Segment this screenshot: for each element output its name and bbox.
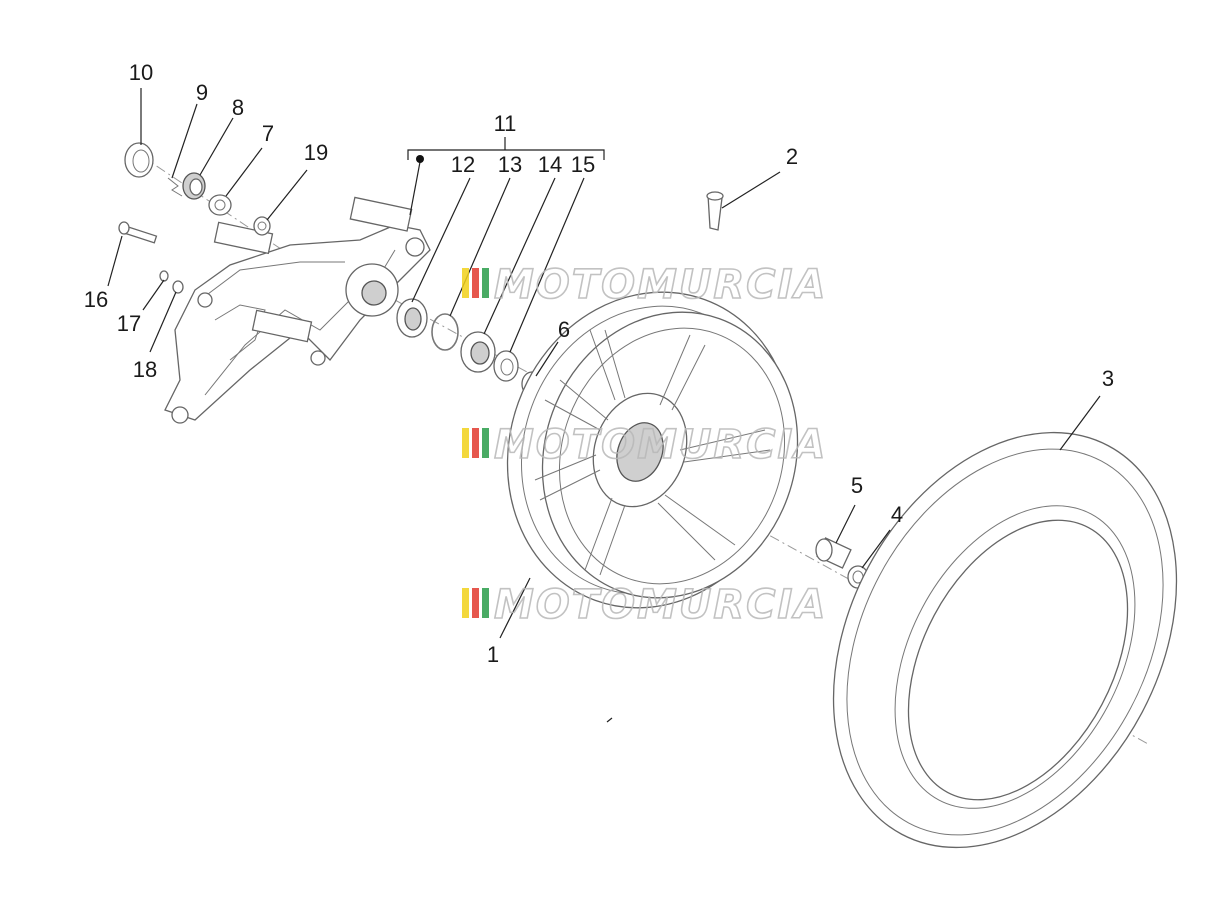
- callout-10: 10: [129, 60, 153, 85]
- bearing-14-part: [460, 331, 496, 373]
- pin-9-part: [167, 177, 183, 197]
- spacer-7-part: [208, 194, 232, 216]
- swingarm-part: [164, 196, 431, 424]
- callout-13: 13: [498, 152, 522, 177]
- callout-2: 2: [786, 144, 798, 169]
- callout-1: 1: [487, 642, 499, 667]
- valve-2-part: [706, 191, 724, 231]
- callout-17: 17: [117, 311, 141, 336]
- watermark-3: MOTOMURCIA: [462, 581, 827, 629]
- tyre-3-part: [832, 431, 1178, 849]
- ring-nut-10-part: [124, 142, 154, 178]
- watermark-text-3: MOTOMURCIA: [494, 582, 827, 628]
- watermark-1: MOTOMURCIA: [462, 261, 827, 309]
- watermark-text-2: MOTOMURCIA: [494, 422, 827, 468]
- bolt-16-part: [118, 221, 158, 244]
- callout-18: 18: [133, 357, 157, 382]
- washer-17-part: [159, 270, 169, 282]
- callout-5: 5: [851, 473, 863, 498]
- callout-4: 4: [891, 502, 903, 527]
- group-11-marker: [416, 155, 424, 163]
- callout-8: 8: [232, 95, 244, 120]
- callout-11: 11: [494, 111, 517, 136]
- circlip-13-part: [431, 313, 459, 351]
- watermark-2: MOTOMURCIA: [462, 421, 827, 469]
- callout-labels: 10 9 8 7 19 11 12 13 14 15 6 2 16 17 18 …: [84, 60, 1114, 667]
- washer-18-part: [172, 280, 184, 294]
- callout-3: 3: [1102, 366, 1114, 391]
- callout-15: 15: [571, 152, 595, 177]
- callout-16: 16: [84, 287, 108, 312]
- watermark-text-1: MOTOMURCIA: [494, 262, 827, 308]
- washer-19-part: [253, 216, 271, 236]
- callout-7: 7: [262, 121, 274, 146]
- rim-1-part: [506, 291, 799, 609]
- callout-14: 14: [538, 152, 562, 177]
- callout-19: 19: [304, 140, 328, 165]
- spacer-15-part: [493, 350, 519, 382]
- callout-6: 6: [558, 317, 570, 342]
- nut-8-part: [182, 172, 206, 200]
- leader-lines: [107, 88, 1101, 723]
- callout-9: 9: [196, 80, 208, 105]
- bush-5-part: [815, 537, 852, 569]
- callout-12: 12: [451, 152, 475, 177]
- oil-seal-12-part: [396, 298, 428, 338]
